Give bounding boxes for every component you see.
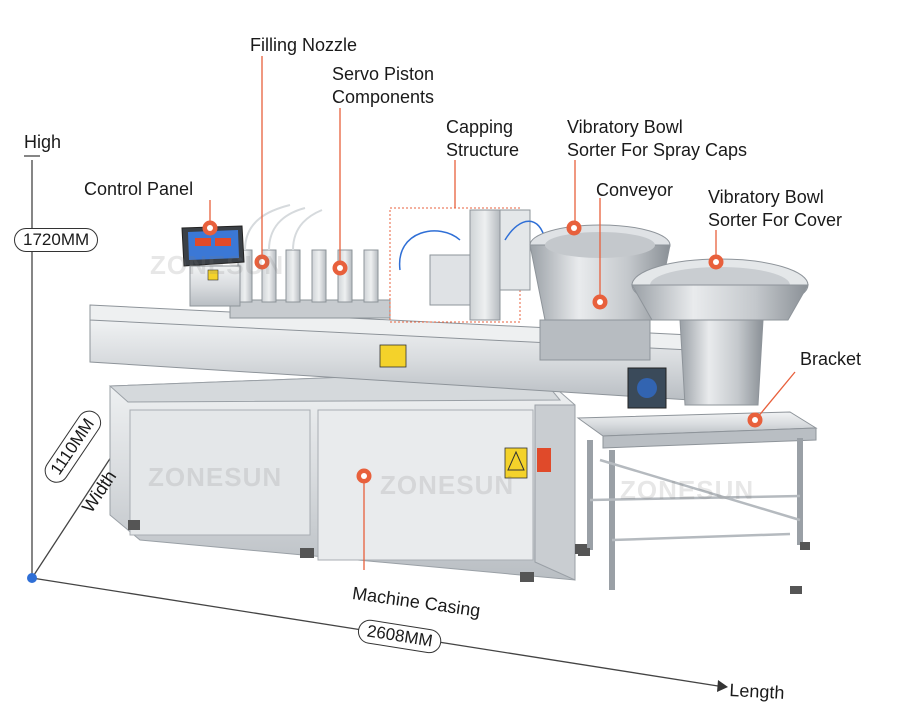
label-line: Sorter For Spray Caps xyxy=(567,140,748,160)
label-vibratory-cover: Vibratory Bowl Sorter For Cover xyxy=(708,186,842,232)
marker-spray-bowl-icon xyxy=(566,220,582,236)
callout-markers xyxy=(202,220,763,484)
label-capping-structure: Capping Structure xyxy=(446,116,519,162)
capping-structure xyxy=(389,207,546,323)
marker-machine-casing-icon xyxy=(356,468,372,484)
label-line: Components xyxy=(332,87,435,107)
length-arrow-icon xyxy=(717,680,728,692)
label-line: Capping xyxy=(446,117,514,137)
length-axis-label: Length xyxy=(728,680,785,703)
label-filling-nozzle: Filling Nozzle xyxy=(250,35,358,55)
leader-bracket xyxy=(756,371,796,419)
marker-conveyor-icon xyxy=(592,294,608,310)
label-line: Vibratory Bowl xyxy=(708,187,824,207)
label-bracket: Bracket xyxy=(800,349,862,369)
marker-cover-bowl-icon xyxy=(708,254,724,270)
origin-dot xyxy=(27,573,37,583)
label-control-panel: Control Panel xyxy=(84,179,194,199)
cover-bowl xyxy=(627,258,809,409)
label-vibratory-spray-caps: Vibratory Bowl Sorter For Spray Caps xyxy=(567,116,747,162)
watermark: ZONESUN xyxy=(380,470,515,500)
watermark: ZONESUN xyxy=(620,475,755,505)
marker-servo-piston-icon xyxy=(332,260,348,276)
label-line: Vibratory Bowl xyxy=(567,117,683,137)
filling-station xyxy=(181,204,391,319)
label-servo-piston: Servo Piston Components xyxy=(332,63,434,109)
watermark: ZONESUN xyxy=(148,462,283,492)
marker-bracket-icon xyxy=(747,412,763,428)
marker-filling-nozzle-icon xyxy=(254,254,270,270)
watermark: ZONESUN xyxy=(150,250,285,280)
label-conveyor: Conveyor xyxy=(596,180,674,200)
label-line: Servo Piston xyxy=(332,64,435,84)
label-line: Structure xyxy=(446,140,520,160)
machine-casing-body xyxy=(108,369,587,582)
marker-control-panel-icon xyxy=(202,220,218,236)
label-line: Sorter For Cover xyxy=(708,210,843,230)
height-value-pill: 1720MM xyxy=(14,228,99,252)
height-axis-label: High xyxy=(24,132,62,152)
